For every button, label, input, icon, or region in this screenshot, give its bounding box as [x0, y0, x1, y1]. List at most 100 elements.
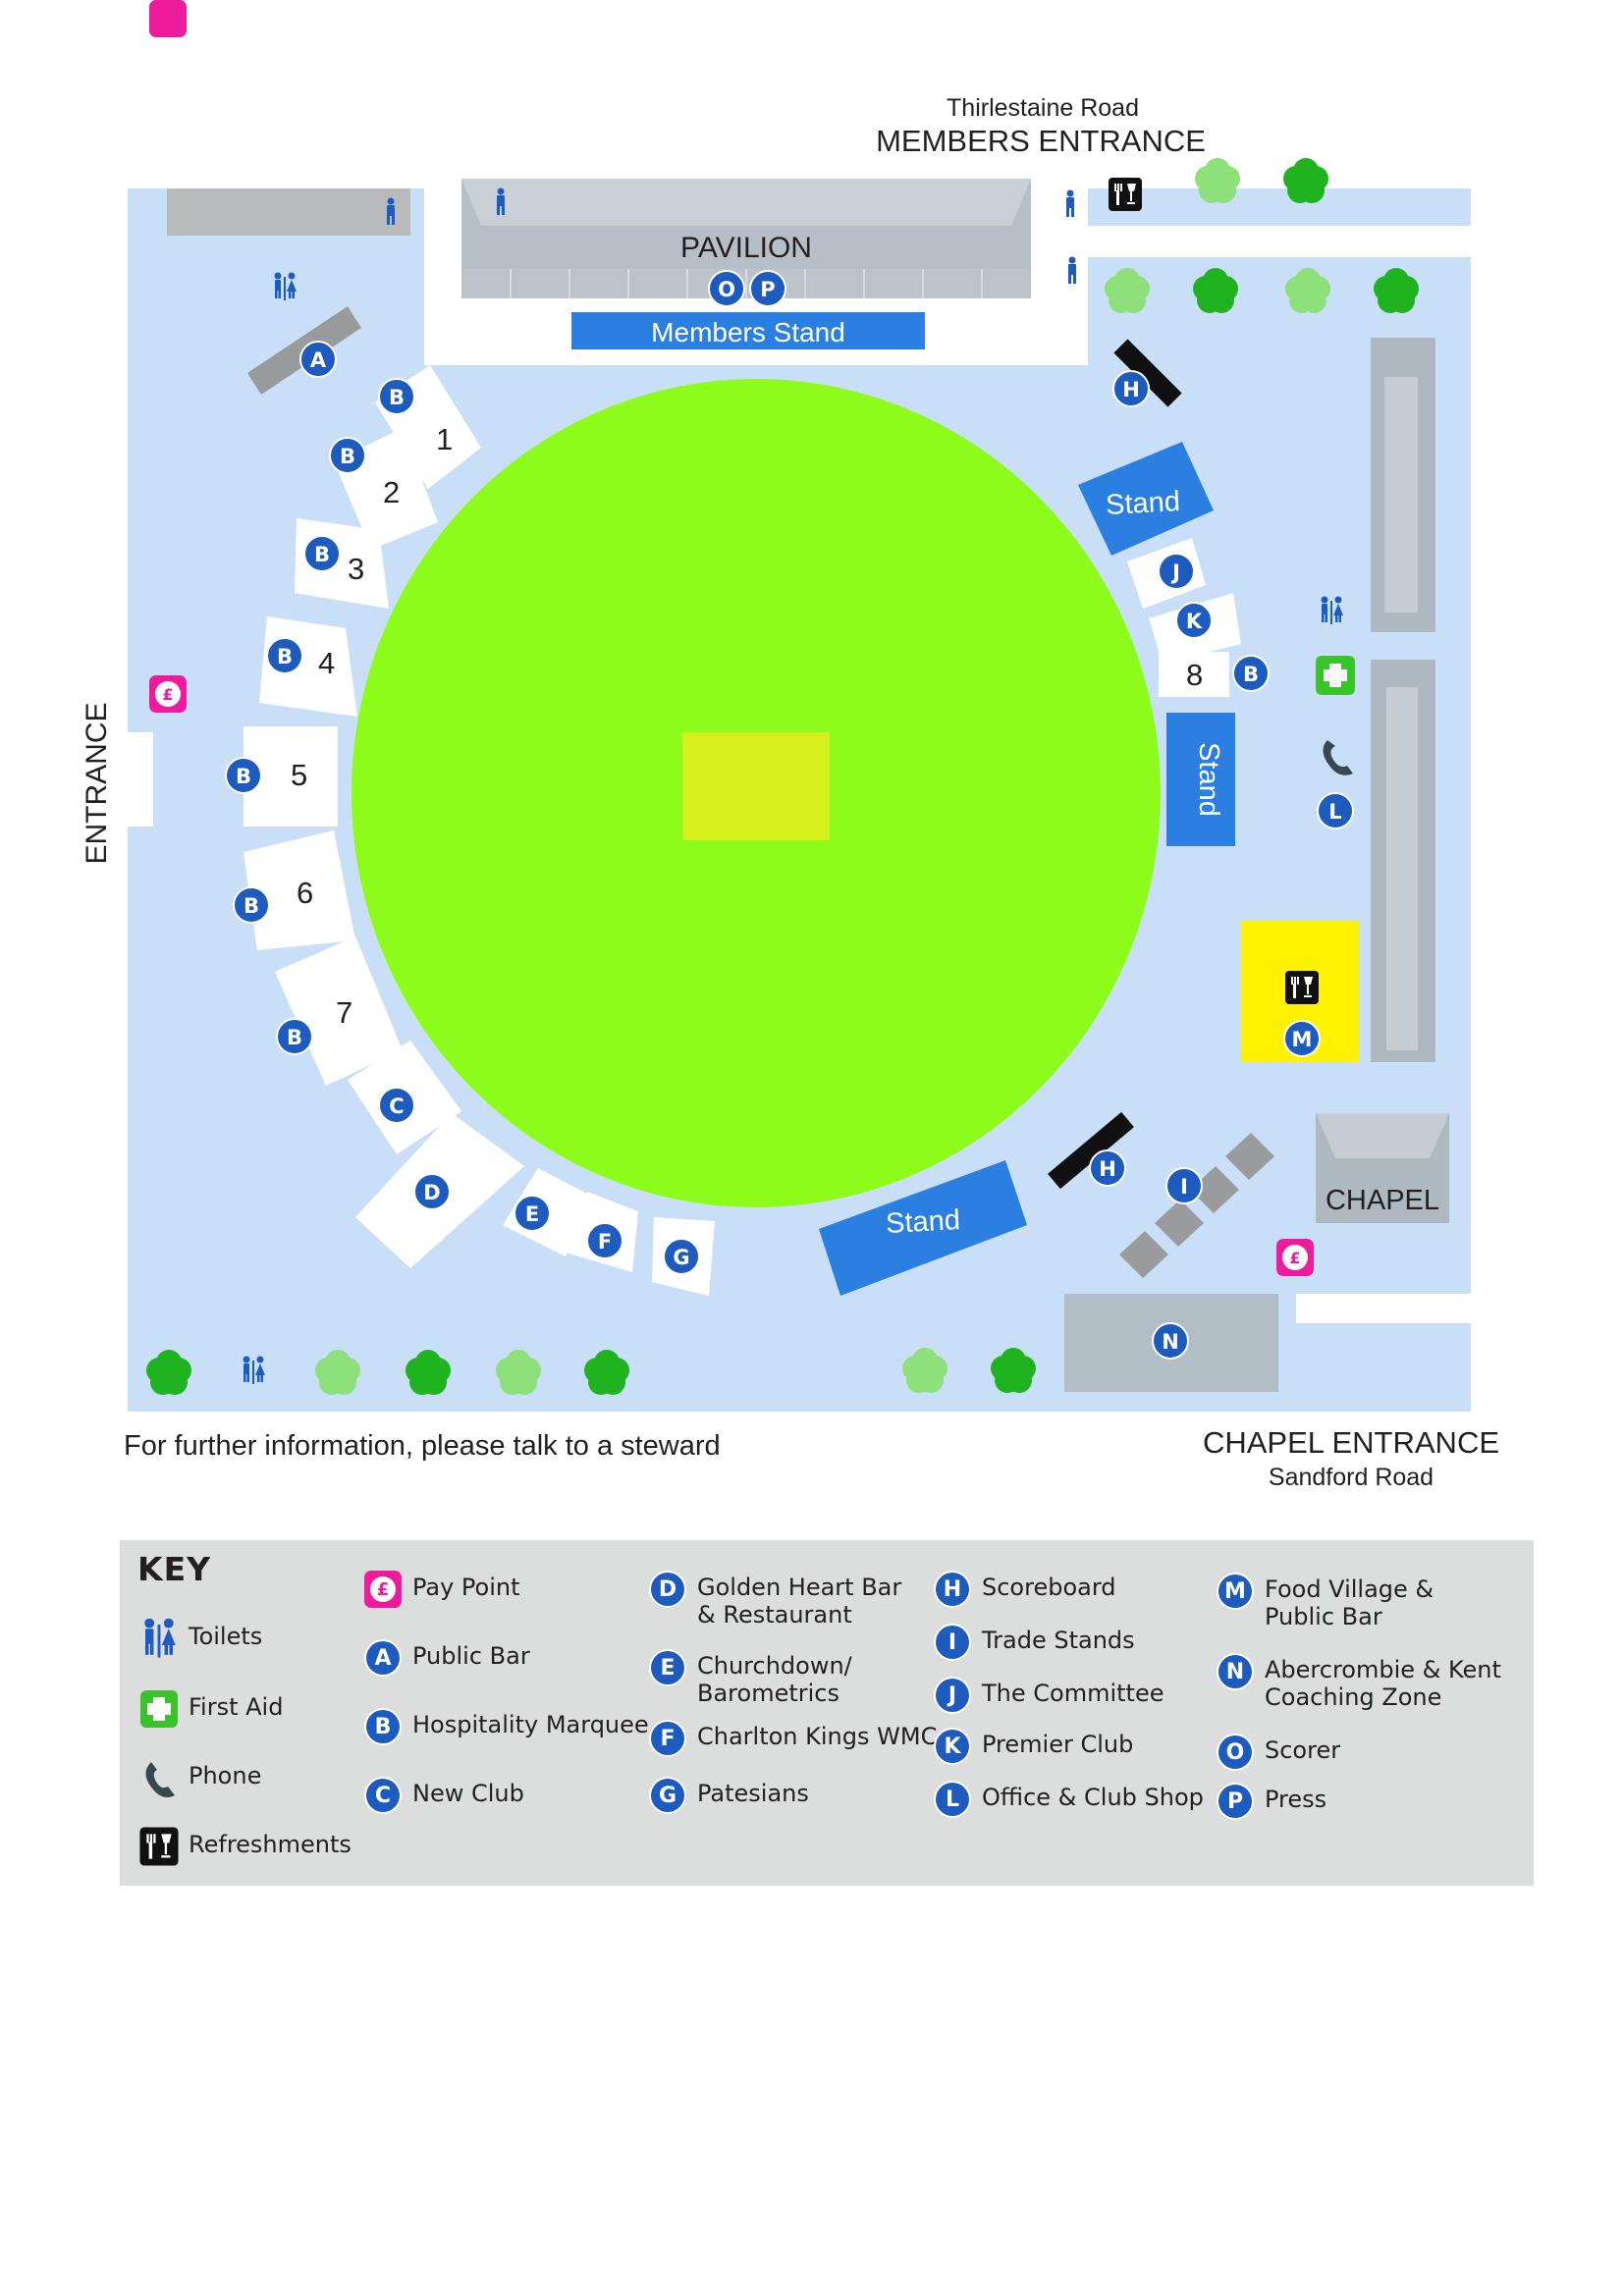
- marquee-number: 1: [436, 422, 453, 456]
- marker-k: K: [936, 1730, 969, 1763]
- marker-letter: H: [1122, 378, 1140, 401]
- marker-m[interactable]: M: [1283, 1020, 1321, 1057]
- refreshments-icon: [137, 1825, 181, 1868]
- key-item-g: G Patesians: [646, 1774, 809, 1817]
- key-label: Trade Stands: [982, 1627, 1135, 1654]
- pay-symbol: £: [370, 1576, 396, 1602]
- marker-i[interactable]: I: [1165, 1167, 1203, 1204]
- pay-symbol: £: [162, 685, 173, 704]
- pay-point-icon: £: [149, 675, 187, 713]
- key-item-m: M Food Village & Public Bar: [1214, 1570, 1434, 1630]
- members-entrance-road: [1088, 226, 1471, 257]
- marker-d[interactable]: D: [413, 1173, 451, 1210]
- marker-g[interactable]: G: [663, 1238, 700, 1275]
- key-label: Pay Point: [412, 1574, 520, 1601]
- key-item-c: C New Club: [361, 1774, 524, 1817]
- stand-east-label: Stand: [1193, 742, 1224, 817]
- south-entrance-road: [1296, 1294, 1471, 1323]
- key-label: Charlton Kings WMC: [697, 1723, 938, 1750]
- key-label: Toilets: [189, 1623, 263, 1650]
- key-item-first-aid: First Aid: [137, 1687, 283, 1731]
- marker-p: P: [1218, 1785, 1252, 1818]
- top-left-building: [167, 188, 410, 236]
- key-label: Press: [1265, 1786, 1327, 1813]
- marker-letter: I: [1180, 1175, 1188, 1199]
- key-item-j: J The Committee: [931, 1674, 1164, 1717]
- marker-letter: F: [598, 1230, 612, 1254]
- east-lower-stand: [1371, 660, 1435, 1062]
- marker-b[interactable]: B: [378, 378, 415, 415]
- stand-east: [1166, 713, 1235, 846]
- marker-e: E: [651, 1651, 684, 1684]
- marker-b[interactable]: B: [1232, 655, 1270, 692]
- west-entrance-gap: [128, 732, 153, 827]
- marker-l[interactable]: L: [1317, 792, 1354, 829]
- marquee-number: 4: [318, 646, 335, 680]
- marker-j[interactable]: J: [1158, 553, 1195, 590]
- marker-m: M: [1218, 1575, 1252, 1608]
- marker-b[interactable]: B: [225, 757, 262, 794]
- east-upper-stand: [1371, 338, 1435, 632]
- key-label: Hospitality Marquee: [412, 1711, 649, 1738]
- stand-northeast-label: Stand: [1105, 486, 1180, 521]
- key-label: New Club: [412, 1780, 524, 1807]
- key-item-refreshments: Refreshments: [137, 1825, 352, 1868]
- members-stand-label: Members Stand: [651, 317, 845, 347]
- marker-h[interactable]: H: [1112, 370, 1150, 407]
- key-item-e: E Churchdown/ Barometrics: [646, 1646, 852, 1707]
- marker-b[interactable]: B: [303, 535, 341, 572]
- tree: [1283, 158, 1328, 203]
- steward-note: For further information, please talk to …: [124, 1430, 721, 1462]
- marker-n[interactable]: N: [1152, 1322, 1189, 1360]
- members-stand: [571, 312, 925, 349]
- marker-letter: M: [1292, 1028, 1313, 1051]
- marquee-6: [244, 830, 355, 950]
- marker-i: I: [936, 1626, 969, 1659]
- key-item-phone: Phone: [137, 1756, 261, 1799]
- refreshments-icon: [1109, 178, 1142, 211]
- marker-o: O: [1218, 1735, 1252, 1769]
- marker-b[interactable]: B: [266, 637, 303, 674]
- key-label: Public Bar: [412, 1642, 530, 1670]
- sandford-road-label: Sandford Road: [1269, 1464, 1434, 1491]
- marquee-number: 6: [297, 876, 313, 910]
- marker-b[interactable]: B: [233, 886, 270, 924]
- marker-letter: K: [1186, 610, 1203, 633]
- marker-c[interactable]: C: [378, 1087, 415, 1124]
- key-label: Phone: [189, 1762, 262, 1789]
- marker-letter: A: [310, 348, 327, 372]
- ground-map: £ £ Thirlestaine Road MEMBERS ENTRANCE P…: [81, 0, 1499, 1491]
- key-item-p: P Press: [1214, 1780, 1326, 1823]
- marker-n: N: [1218, 1655, 1252, 1688]
- key-item-b: B Hospitality Marquee: [361, 1705, 649, 1748]
- key-label: Golden Heart Bar & Restaurant: [697, 1574, 902, 1629]
- marker-h[interactable]: H: [1089, 1149, 1126, 1187]
- key-item-h: H Scoreboard: [931, 1568, 1116, 1611]
- marker-a[interactable]: A: [299, 341, 337, 378]
- marker-f[interactable]: F: [586, 1222, 623, 1259]
- marker-letter: B: [1243, 663, 1259, 686]
- first-aid-icon: [1316, 656, 1355, 695]
- pay-symbol: £: [1289, 1249, 1300, 1267]
- key-label: Abercrombie & Kent Coaching Zone: [1265, 1656, 1501, 1711]
- marker-e[interactable]: E: [514, 1195, 551, 1232]
- key-item-f: F Charlton Kings WMC: [646, 1717, 937, 1760]
- thirlestaine-road-label: Thirlestaine Road: [947, 94, 1139, 122]
- marquee-7: [275, 936, 403, 1086]
- marker-h: H: [936, 1573, 969, 1606]
- marker-k[interactable]: K: [1175, 602, 1213, 639]
- marker-o[interactable]: O: [708, 270, 745, 307]
- chapel-label: CHAPEL: [1326, 1185, 1439, 1216]
- pay-point-icon: £: [1276, 1239, 1314, 1276]
- marker-letter: B: [244, 894, 259, 918]
- marker-b[interactable]: B: [329, 437, 366, 474]
- marquee-number: 2: [383, 475, 400, 509]
- marker-b: B: [366, 1710, 400, 1743]
- marker-p[interactable]: P: [749, 270, 786, 307]
- refreshments-icon: [1285, 971, 1319, 1004]
- marker-b[interactable]: B: [276, 1018, 313, 1055]
- chapel-entrance-label: CHAPEL ENTRANCE: [1203, 1425, 1499, 1460]
- marker-letter: B: [389, 386, 405, 409]
- pay-point-icon: £: [364, 1571, 402, 1608]
- marker-letter: B: [287, 1026, 302, 1049]
